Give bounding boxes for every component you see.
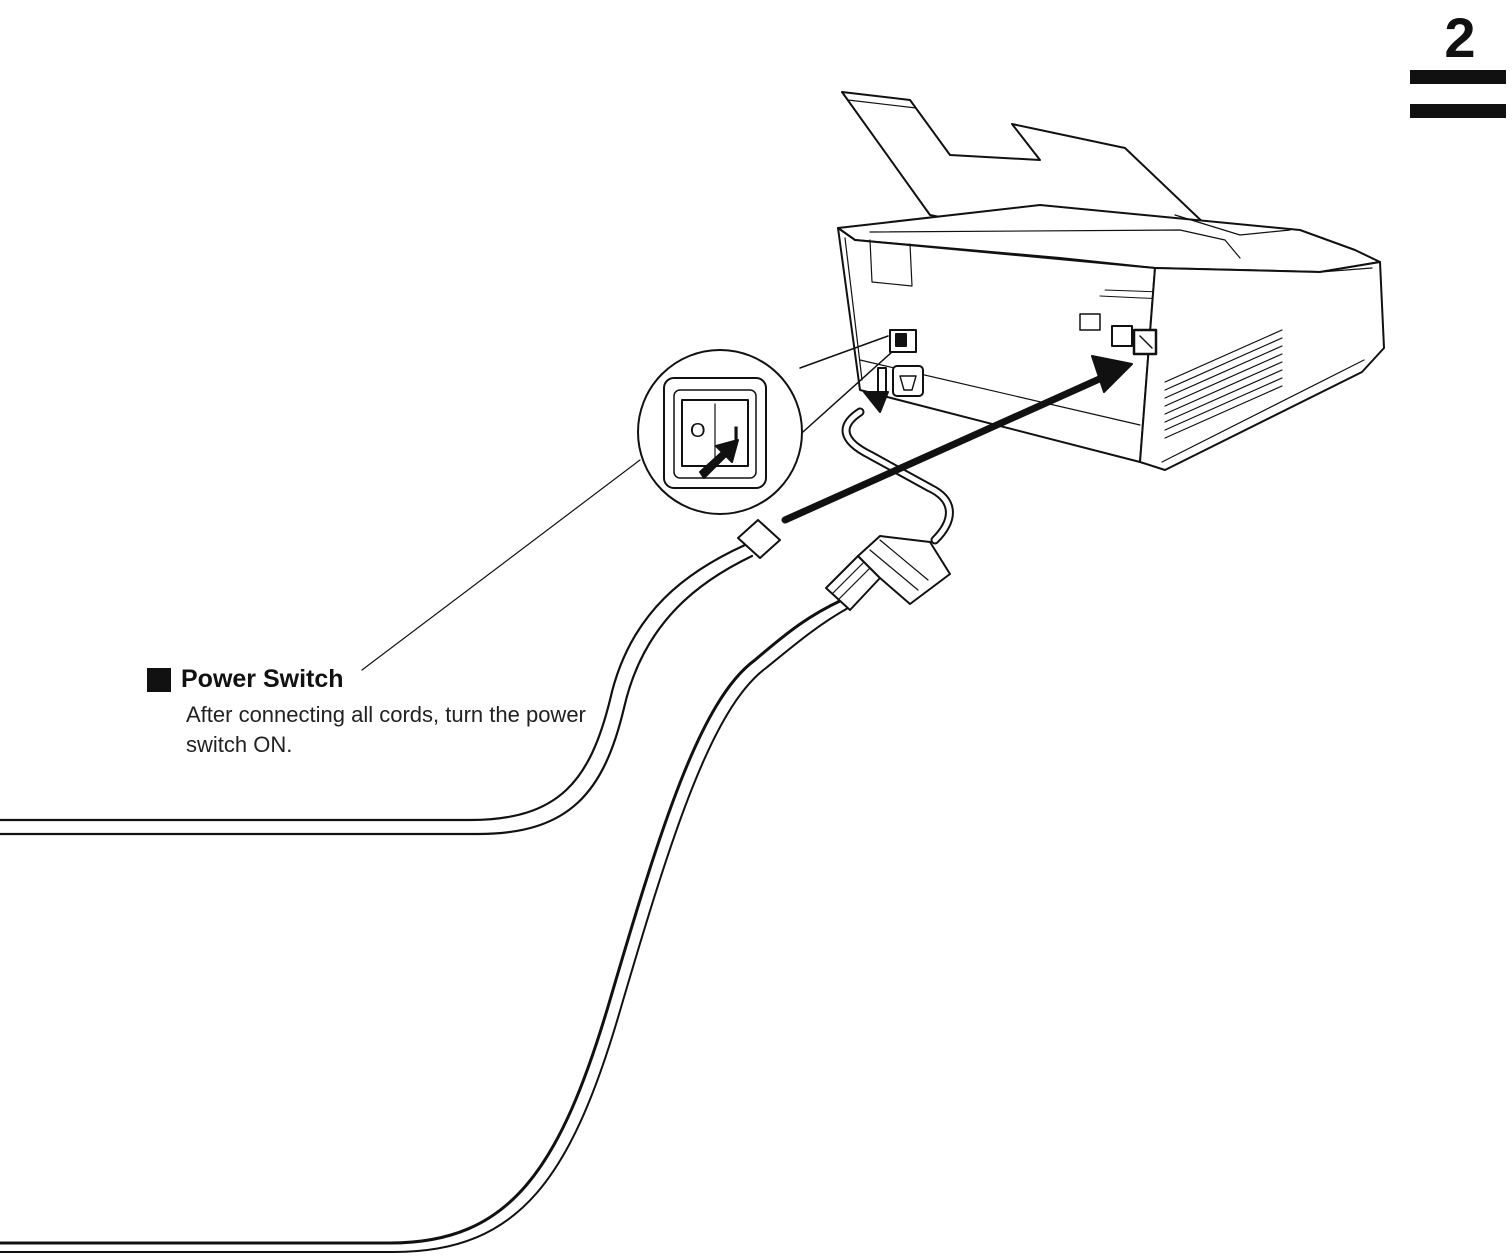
- power-switch-magnifier: [361, 335, 893, 671]
- power-switch-callout: Power Switch After connecting all cords,…: [147, 665, 607, 760]
- callout-title: Power Switch: [181, 665, 344, 693]
- power-inlet-arrow-icon: [863, 391, 889, 413]
- switch-press-arrow-icon: [699, 439, 739, 479]
- line-jack-arrow-icon: [1091, 355, 1133, 393]
- callout-body: After connecting all cords, turn the pow…: [186, 702, 586, 757]
- square-bullet-icon: [147, 667, 171, 692]
- telephone-line-cord: [0, 355, 1133, 836]
- power-plug: [825, 535, 951, 611]
- telephone-plug: [737, 519, 781, 559]
- switch-on-mark: I: [733, 422, 739, 447]
- chapter-tab: 2: [1410, 6, 1510, 118]
- switch-markings: O I: [690, 420, 739, 447]
- chapter-number: 2: [1444, 6, 1476, 69]
- callout-heading: Power Switch: [147, 665, 607, 694]
- fax-machine: [837, 91, 1385, 471]
- chapter-tab-bar-top: [1410, 70, 1506, 84]
- power-cord: [0, 407, 954, 1253]
- chapter-tab-bar-bottom: [1410, 104, 1506, 118]
- switch-off-mark: O: [690, 420, 706, 442]
